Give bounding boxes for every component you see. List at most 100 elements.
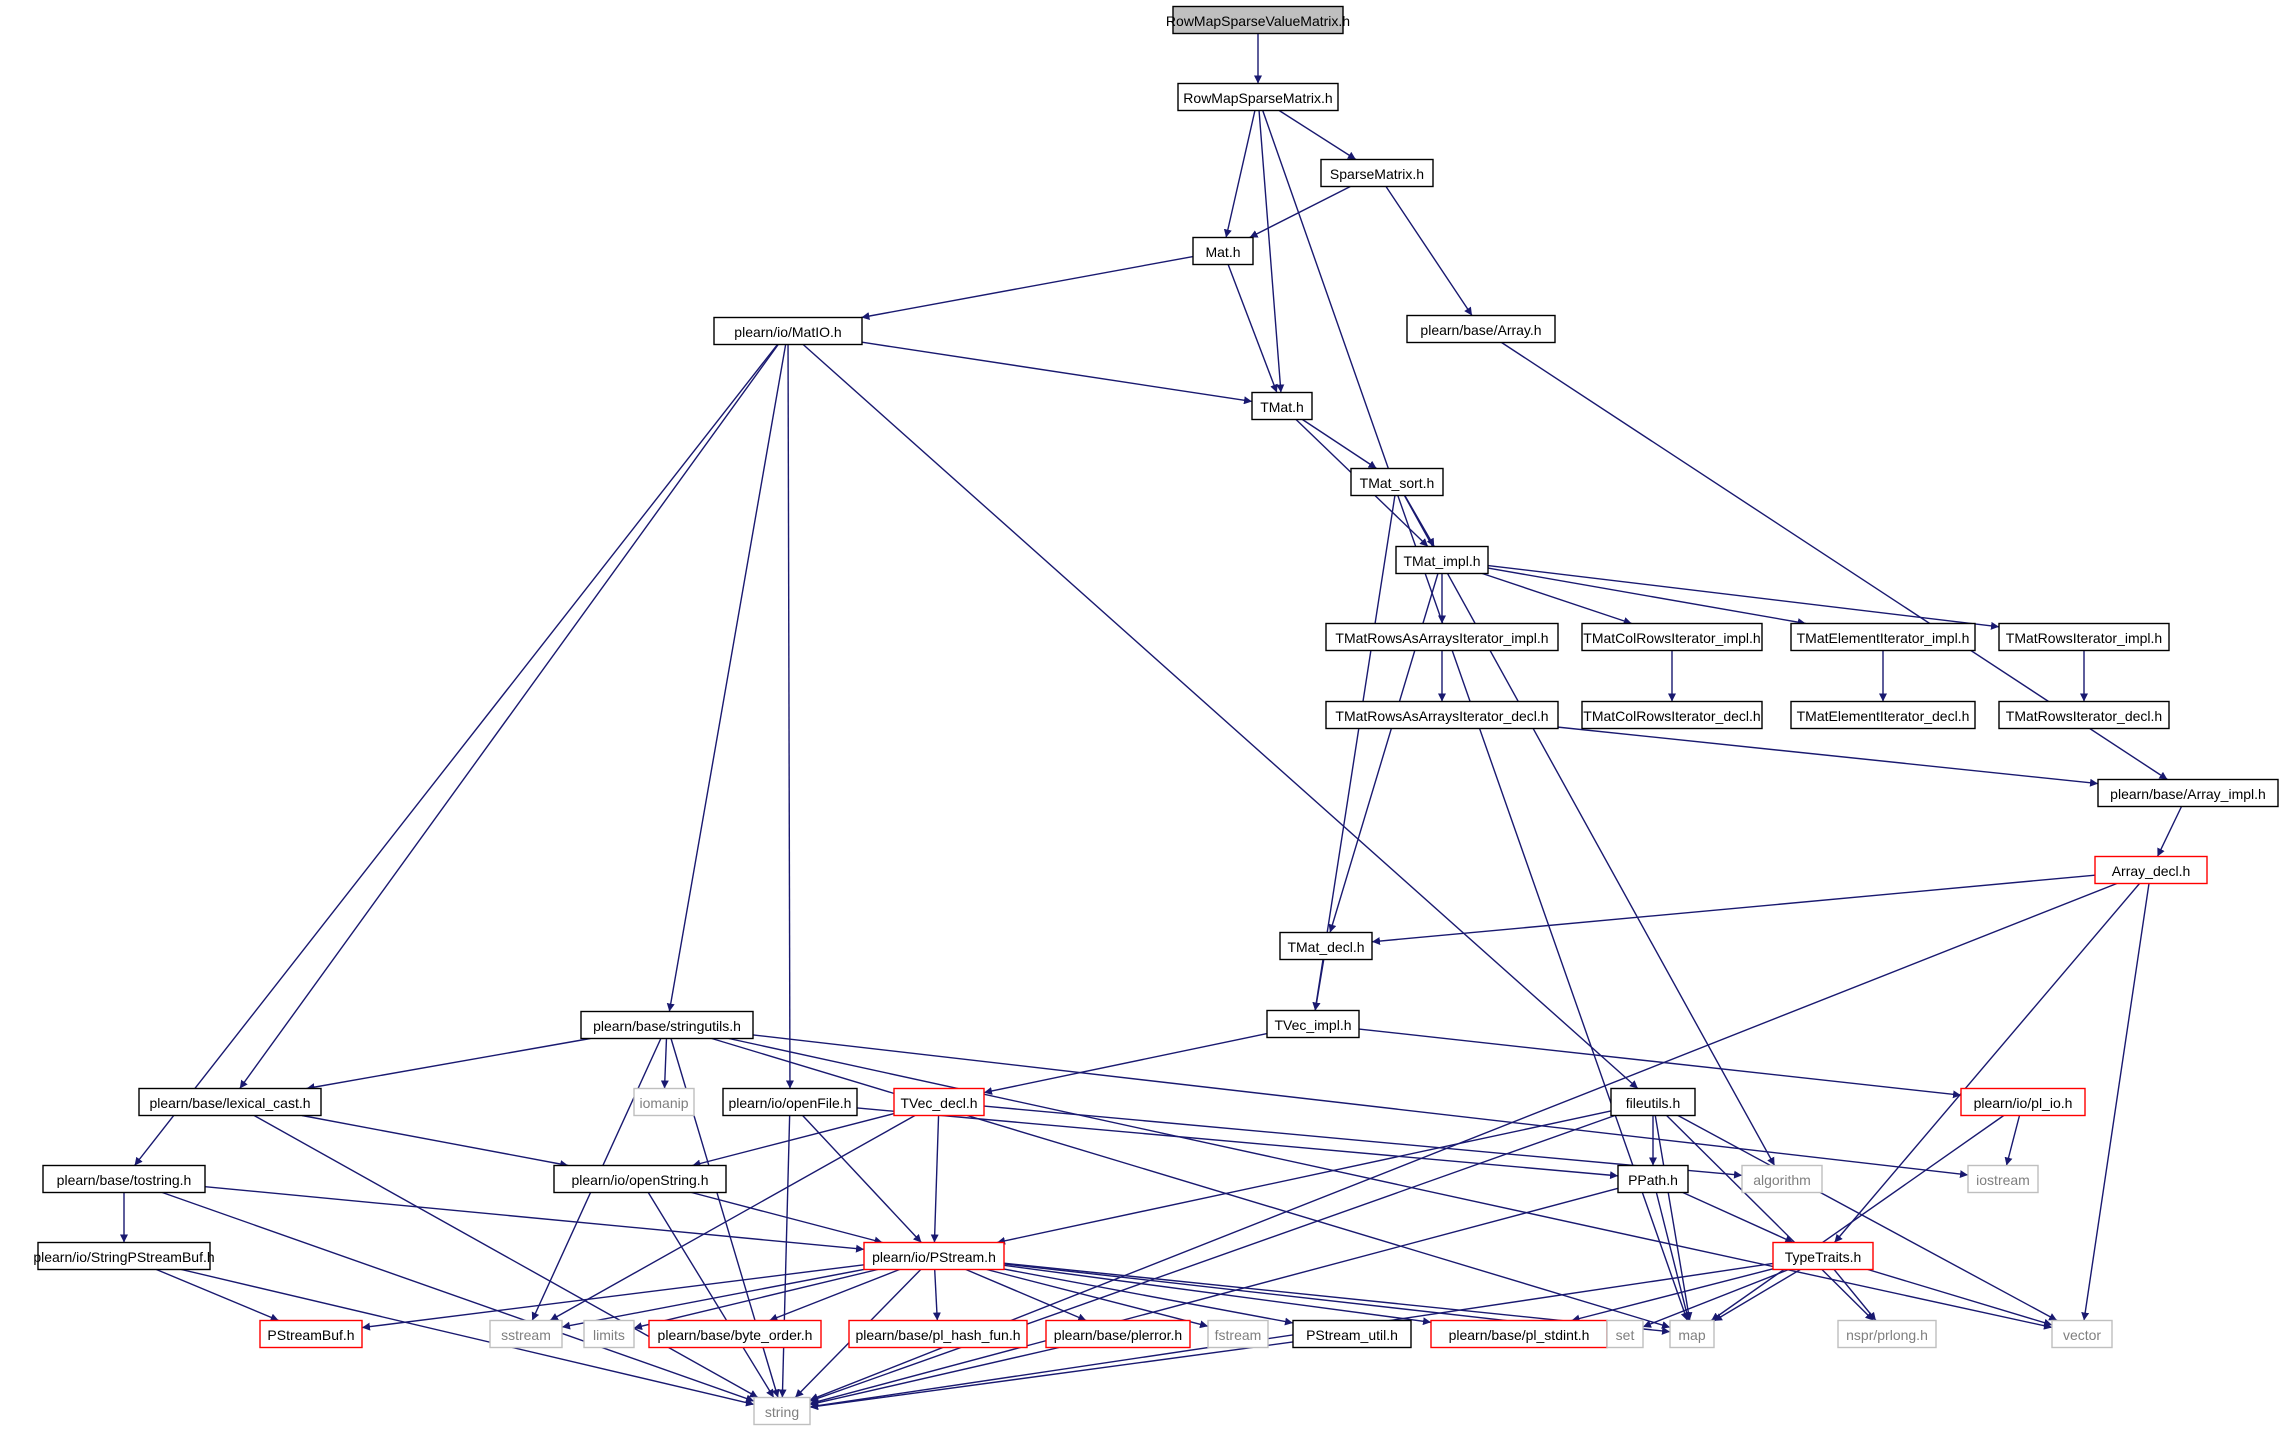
node-sparse[interactable]: SparseMatrix.h: [1320, 158, 1434, 188]
node-label-stdint: plearn/base/pl_stdint.h: [1449, 1327, 1590, 1343]
node-box-rowsitdecl: [1998, 700, 2170, 730]
node-byteorder[interactable]: plearn/base/byte_order.h: [648, 1319, 822, 1349]
edge-openstring-to-pstream: [691, 1191, 883, 1245]
node-openstring[interactable]: plearn/io/openString.h: [553, 1164, 727, 1194]
edge-pstream-to-byteorder: [769, 1268, 900, 1322]
node-fileutils[interactable]: fileutils.h: [1610, 1087, 1696, 1117]
node-box-fileutils: [1610, 1087, 1696, 1117]
edge-math-to-tmat: [1227, 264, 1278, 393]
node-box-elemit: [1790, 622, 1976, 652]
edge-sparse-to-array: [1385, 186, 1473, 316]
node-label-tvecdecl: TVec_decl.h: [900, 1095, 977, 1111]
node-rowsit[interactable]: TMatRowsIterator_impl.h: [1998, 622, 2170, 652]
node-label-tmat: TMat.h: [1260, 399, 1304, 415]
node-tmatimpl[interactable]: TMat_impl.h: [1395, 545, 1489, 575]
node-tmatdecl[interactable]: TMat_decl.h: [1279, 931, 1373, 961]
node-arrayimpl[interactable]: plearn/base/Array_impl.h: [2097, 778, 2279, 808]
edge-matio-to-openfile: [785, 344, 794, 1089]
node-root[interactable]: RowMapSparseValueMatrix.h: [1166, 5, 1350, 35]
edge-lexcast-to-string: [253, 1114, 759, 1399]
node-math[interactable]: Mat.h: [1192, 236, 1254, 266]
edge-plerror-to-string: [809, 1346, 1060, 1407]
node-label-rowsit: TMatRowsIterator_impl.h: [2006, 630, 2162, 646]
edge-pstream-to-pstreambuf: [361, 1264, 865, 1331]
node-box-fstream: [1207, 1319, 1269, 1349]
edge-tostring-to-string: [162, 1191, 755, 1403]
edge-typetraits-to-stdint: [1571, 1268, 1774, 1323]
node-box-openfile: [722, 1087, 858, 1117]
edge-typetraits-to-prlong: [1833, 1269, 1877, 1321]
node-label-colrowsdecl: TMatColRowsIterator_decl.h: [1583, 708, 1760, 724]
node-ppath[interactable]: PPath.h: [1617, 1164, 1689, 1194]
node-box-tvecimpl: [1266, 1009, 1360, 1039]
node-arraydecl[interactable]: Array_decl.h: [2094, 855, 2208, 885]
node-pstreambuf[interactable]: PStreamBuf.h: [259, 1319, 363, 1349]
node-box-algorithm: [1741, 1164, 1823, 1194]
node-label-fstream: fstream: [1215, 1327, 1262, 1343]
node-box-set: [1606, 1319, 1644, 1349]
node-tvecdecl[interactable]: TVec_decl.h: [893, 1087, 985, 1117]
node-label-tvecimpl: TVec_impl.h: [1274, 1017, 1351, 1033]
node-tmatsort[interactable]: TMat_sort.h: [1350, 467, 1444, 497]
node-elemit[interactable]: TMatElementIterator_impl.h: [1790, 622, 1976, 652]
node-box-pstream: [863, 1241, 1005, 1271]
node-psutil[interactable]: PStream_util.h: [1292, 1319, 1412, 1349]
node-lexcast[interactable]: plearn/base/lexical_cast.h: [138, 1087, 322, 1117]
node-matio[interactable]: plearn/io/MatIO.h: [713, 316, 863, 346]
node-box-tvecdecl: [893, 1087, 985, 1117]
node-tvecimpl[interactable]: TVec_impl.h: [1266, 1009, 1360, 1039]
node-label-array: plearn/base/Array.h: [1420, 322, 1541, 338]
node-hashfun[interactable]: plearn/base/pl_hash_fun.h: [848, 1319, 1028, 1349]
edge-lexcast-to-openstring: [301, 1114, 569, 1168]
edge-typetraits-to-vector: [1867, 1268, 2053, 1327]
node-box-math: [1192, 236, 1254, 266]
edge-matio-to-lexcast: [239, 344, 779, 1089]
node-layer: RowMapSparseValueMatrix.hRowMapSparseMat…: [33, 5, 2279, 1426]
node-tmat[interactable]: TMat.h: [1251, 391, 1313, 421]
edge-stringutils-to-map: [711, 1037, 1671, 1329]
node-rowsitdecl[interactable]: TMatRowsIterator_decl.h: [1998, 700, 2170, 730]
edge-fileutils-to-string: [809, 1114, 1616, 1403]
edge-fileutils-to-pstream: [996, 1110, 1612, 1245]
node-plerror[interactable]: plearn/base/plerror.h: [1045, 1319, 1191, 1349]
edge-matio-to-tostring: [134, 344, 778, 1166]
edge-pstream-to-plerror: [965, 1268, 1087, 1322]
edge-typetraits-to-set: [1642, 1268, 1789, 1328]
edge-rmsm-to-sparse: [1278, 109, 1357, 161]
node-label-psutil: PStream_util.h: [1306, 1327, 1398, 1343]
node-iostream: iostream: [1967, 1164, 2039, 1194]
node-iomanip: iomanip: [633, 1087, 695, 1117]
node-tostring[interactable]: plearn/base/tostring.h: [42, 1164, 206, 1194]
edge-rowsarrdecl-to-arrayimpl: [1557, 726, 2099, 787]
node-rowsarrdecl[interactable]: TMatRowsAsArraysIterator_decl.h: [1325, 700, 1559, 730]
node-openfile[interactable]: plearn/io/openFile.h: [722, 1087, 858, 1117]
node-colrows[interactable]: TMatColRowsIterator_impl.h: [1581, 622, 1763, 652]
node-typetraits[interactable]: TypeTraits.h: [1772, 1241, 1874, 1271]
node-stdint[interactable]: plearn/base/pl_stdint.h: [1430, 1319, 1608, 1349]
node-box-matio: [713, 316, 863, 346]
node-plio[interactable]: plearn/io/pl_io.h: [1960, 1087, 2086, 1117]
node-box-rowsarr: [1325, 622, 1559, 652]
edge-tmatdecl-to-tvecimpl: [1312, 959, 1325, 1011]
node-pstream[interactable]: plearn/io/PStream.h: [863, 1241, 1005, 1271]
node-strpsbuf[interactable]: plearn/io/StringPStreamBuf.h: [33, 1241, 215, 1271]
node-stringutils[interactable]: plearn/base/stringutils.h: [580, 1010, 754, 1040]
node-colrowsdecl[interactable]: TMatColRowsIterator_decl.h: [1581, 700, 1763, 730]
node-label-arraydecl: Array_decl.h: [2112, 863, 2191, 879]
node-label-colrows: TMatColRowsIterator_impl.h: [1583, 630, 1760, 646]
edge-tvecdecl-to-pstream: [930, 1115, 940, 1243]
node-rowsarr[interactable]: TMatRowsAsArraysIterator_impl.h: [1325, 622, 1559, 652]
node-rmsm[interactable]: RowMapSparseMatrix.h: [1177, 82, 1339, 112]
edge-tmat-to-tmatsort: [1302, 418, 1377, 470]
node-box-lexcast: [138, 1087, 322, 1117]
node-elemitdecl[interactable]: TMatElementIterator_decl.h: [1790, 700, 1976, 730]
node-label-prlong: nspr/prlong.h: [1846, 1327, 1928, 1343]
node-label-byteorder: plearn/base/byte_order.h: [658, 1327, 813, 1343]
node-array[interactable]: plearn/base/Array.h: [1406, 314, 1556, 344]
node-box-iomanip: [633, 1087, 695, 1117]
node-box-sstream: [489, 1319, 563, 1349]
edge-sparse-to-math: [1249, 185, 1351, 239]
node-box-tostring: [42, 1164, 206, 1194]
node-label-tostring: plearn/base/tostring.h: [57, 1172, 192, 1188]
